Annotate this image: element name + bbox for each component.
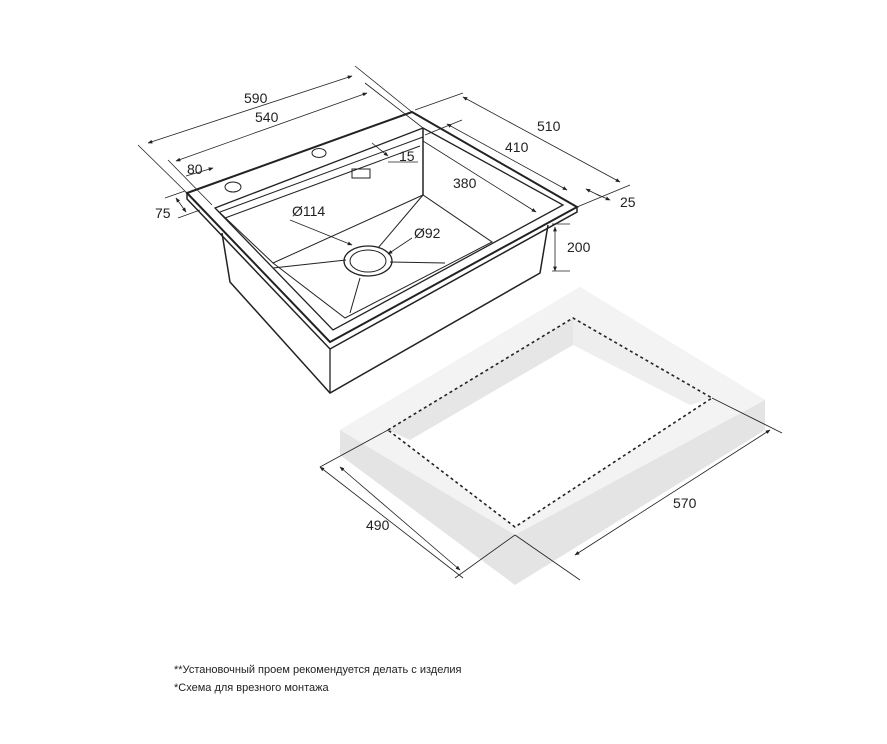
- dim-570: 570: [673, 495, 697, 511]
- drain-icon: [343, 245, 393, 277]
- dim-80: 80: [187, 161, 203, 177]
- dim-410: 410: [505, 139, 529, 155]
- note-scheme: *Схема для врезного монтажа: [174, 682, 329, 694]
- dim-15: 15: [399, 148, 415, 164]
- dim-490: 490: [366, 517, 390, 533]
- cutout-slab: [340, 287, 765, 585]
- dim-510: 510: [537, 118, 561, 134]
- cutout-outline: [386, 317, 714, 528]
- dim-590: 590: [244, 90, 268, 106]
- dim-drain-114: Ø114: [292, 203, 325, 219]
- note-recommendation: **Установочный проем рекомендуется делат…: [174, 664, 462, 676]
- dim-75: 75: [155, 205, 171, 221]
- tap-hole-icon: [224, 181, 242, 193]
- tap-hole-2-icon: [311, 148, 327, 158]
- dim-380: 380: [453, 175, 477, 191]
- dimension-lines: [137, 65, 783, 581]
- dim-540: 540: [255, 109, 279, 125]
- overflow-icon: [351, 168, 371, 179]
- dim-200: 200: [567, 239, 591, 255]
- dim-25: 25: [620, 194, 636, 210]
- dim-drain-92: Ø92: [414, 225, 441, 241]
